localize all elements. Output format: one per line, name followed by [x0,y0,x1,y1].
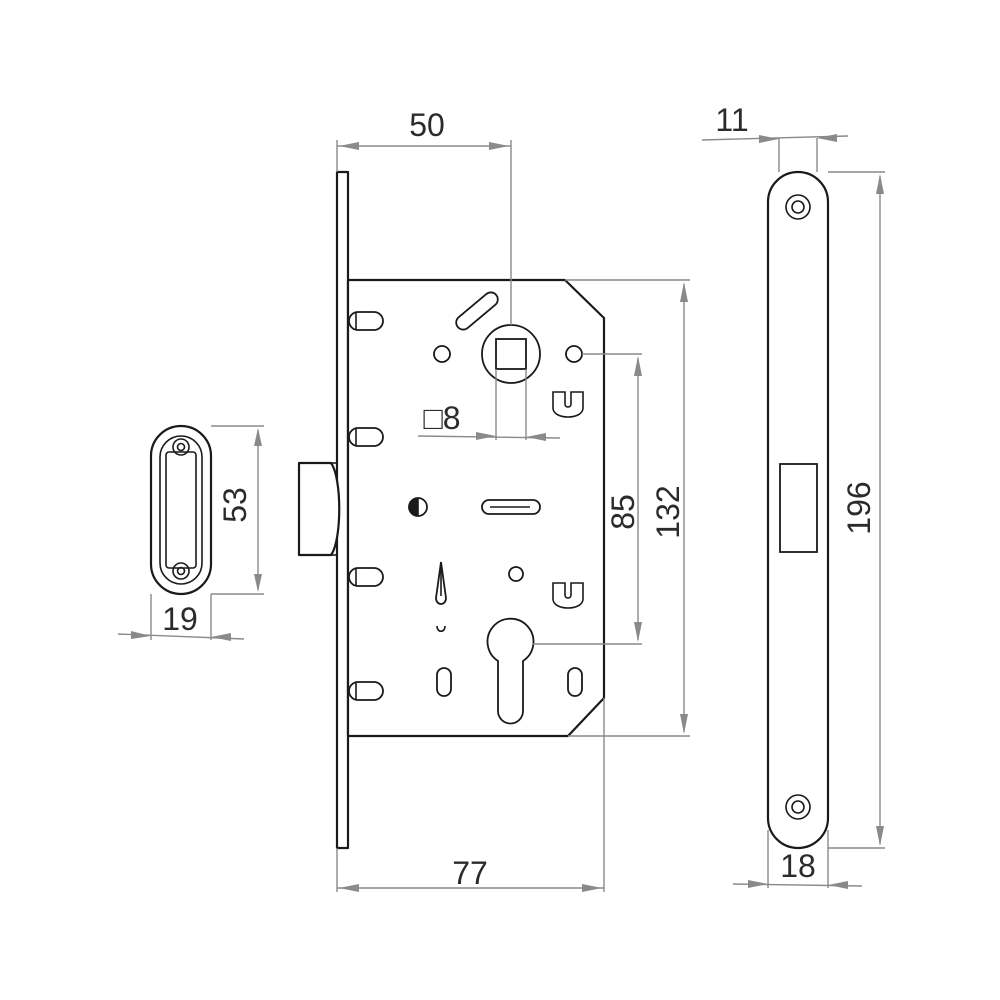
faceplate-width-arrow-left [748,880,768,888]
latch-bolt [297,461,341,557]
mortise-body [346,278,606,738]
backset-label: 50 [409,107,445,143]
strike-plate [149,424,213,596]
euro-cylinder-cutout [486,617,535,725]
strike-length-arrow-bottom [254,574,262,592]
faceplate-tab-2 [348,427,384,447]
strike-screw-hole-bottom-inner [176,566,186,576]
rivet-half-fill [409,498,418,516]
faceplate-tab-1 [348,311,384,331]
faceplate-screw-top-outer [785,194,811,220]
backset-arrow-left [339,142,359,150]
faceplate-screw-top-inner [791,200,805,214]
thickness-arrow-right [817,134,837,142]
faceplate-screw-bottom-outer [785,794,811,820]
faceplate-screw-bottom-inner [791,800,805,814]
faceplate-tab-3 [348,567,384,587]
faceplate-dimensions: 11 196 18 [701,102,885,889]
body-height-arrow-top [680,282,688,302]
handle-cylinder-arrow-bottom [634,622,642,642]
u-notch-lower [552,582,584,609]
mounting-hole-right [565,345,583,363]
length-label: 196 [841,481,877,534]
thickness-arrow-left [759,135,779,143]
length-arrow-bottom [876,826,884,846]
body-height-arrow-bottom [680,714,688,734]
square-arrow-left [476,432,496,440]
latch-opening [779,463,818,553]
faceplate-tabs [348,311,384,701]
backset-arrow-right [489,142,509,150]
mortise-dimensions: 50 □8 85 132 77 [336,107,690,892]
strike-width-arrow-left [131,631,151,639]
square-arrow-right [526,433,546,441]
strike-screw-hole-top-inner [176,442,186,452]
body-height-label: 132 [650,485,686,538]
faceplate-width-arrow-right [828,881,848,889]
spindle-square [495,338,527,370]
strike-plate-inner-rim [159,435,203,585]
strike-dimensions: 53 19 [117,425,264,641]
small-hook-mark [436,625,446,633]
handle-cylinder-arrow-top [634,356,642,376]
strike-width-label: 19 [162,601,198,637]
strike-length-arrow-top [254,428,262,446]
lever-arm [455,291,499,331]
thickness-label: 11 [715,102,748,138]
faceplate-width-label: 18 [780,848,816,884]
strike-screw-hole-bottom [172,562,190,580]
mounting-hole-left [433,345,451,363]
strike-screw-hole-top [172,438,190,456]
width-label: 77 [452,855,488,891]
small-hole [508,566,524,582]
strike-length-label: 53 [217,487,253,523]
u-notch-upper [552,391,584,418]
mortise-lock [297,170,606,850]
length-arrow-top [876,174,884,194]
square-label: □8 [423,400,460,436]
strike-width-arrow-right [211,633,231,641]
handle-cylinder-label: 85 [605,494,641,530]
oval-hole-right [567,667,583,697]
oval-hole-left [436,667,452,697]
width-arrow-right [582,884,602,892]
width-arrow-left [339,884,359,892]
faceplate-tab-4 [348,681,384,701]
faceplate-front-view [766,170,830,850]
